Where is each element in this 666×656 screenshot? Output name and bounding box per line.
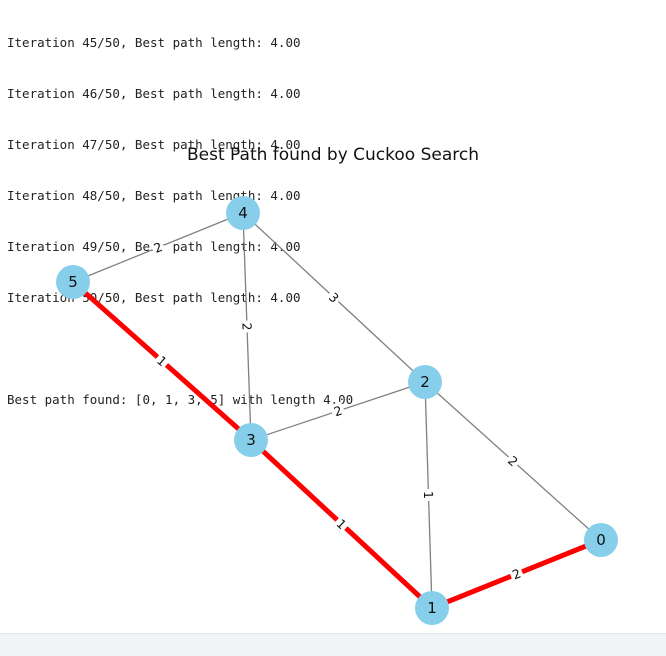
edge-weight-3-2: 2	[329, 401, 347, 421]
log-line: Iteration 46/50, Best path length: 4.00	[7, 86, 301, 101]
node-0	[584, 523, 618, 557]
node-3	[234, 423, 268, 457]
log-line: Iteration 47/50, Best path length: 4.00	[7, 137, 301, 152]
node-1	[415, 591, 449, 625]
edge-weight-5-4: 2	[149, 237, 167, 258]
log-line: Iteration 50/50, Best path length: 4.00	[7, 290, 301, 305]
edge-weight-label: 1	[421, 491, 436, 499]
edge-weight-3-1: 1	[331, 514, 352, 534]
node-label-3: 3	[246, 431, 256, 449]
node-2	[408, 365, 442, 399]
node-4	[226, 196, 260, 230]
figure-title: Best Path found by Cuckoo Search	[186, 145, 480, 165]
output-footer	[0, 633, 666, 656]
node-label-0: 0	[596, 531, 606, 549]
edge-weight-1-0: 2	[507, 564, 526, 584]
edge-weight-4-2: 3	[324, 287, 344, 308]
node-label-4: 4	[238, 204, 248, 222]
node-label-5: 5	[68, 273, 78, 291]
output-log: Iteration 45/50, Best path length: 4.00 …	[7, 0, 353, 425]
edge-weight-4-3: 2	[238, 320, 256, 333]
node-5	[56, 265, 90, 299]
log-line: Iteration 45/50, Best path length: 4.00	[7, 35, 301, 50]
nodes-layer: 0 1 2 3 4 5	[56, 196, 618, 625]
edge-weight-2-0: 2	[503, 451, 523, 471]
edge-weight-2-1: 1	[420, 488, 437, 502]
node-label-2: 2	[420, 373, 430, 391]
edge-weight-5-3: 1	[152, 351, 172, 371]
edge-labels-layer: 2 2 3 2 1 2 1 1 2	[149, 237, 526, 584]
result-line: Best path found: [0, 1, 3, 5] with lengt…	[7, 392, 354, 407]
edge-weight-label: 2	[239, 322, 254, 330]
log-line: Iteration 48/50, Best path length: 4.00	[7, 188, 301, 203]
node-label-1: 1	[427, 599, 437, 617]
